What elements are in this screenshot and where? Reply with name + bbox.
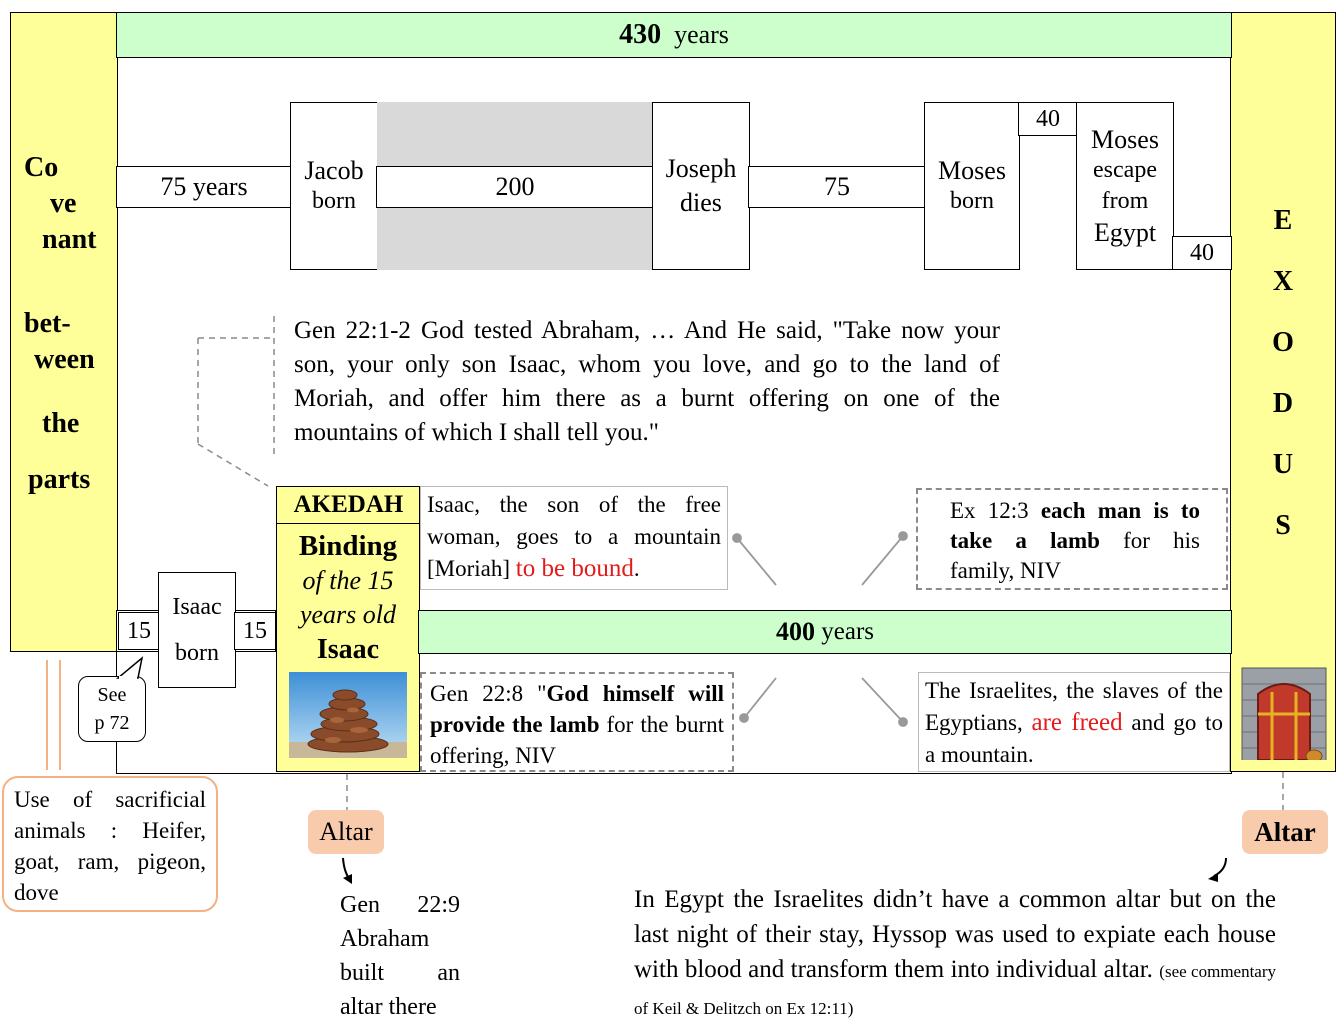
span-15-right: 15 (234, 612, 276, 650)
jacob-born-box: Jacob born (290, 102, 378, 270)
span-75-years: 75 years (116, 166, 292, 208)
moses-escape-box: Moses escape from Egypt (1076, 102, 1174, 270)
span-40-top: 40 (1018, 102, 1078, 136)
joseph-dies-box: Joseph dies (652, 102, 750, 270)
top-bar-430: 430 years (116, 12, 1232, 58)
akedah-subtitle: of the 15 years old (299, 566, 397, 629)
akedah-binding: Binding (298, 530, 398, 562)
akedah-isaac: Isaac (316, 634, 380, 665)
sacrifice-note: Use of sacrificial animals : Heifer, goa… (2, 776, 218, 912)
bubble-tail (115, 656, 144, 679)
span-75: 75 (748, 166, 926, 208)
bottom-bar-400: 400 years (418, 610, 1232, 654)
exodus-letters: E X O D U S (1272, 205, 1294, 541)
egypt-altar-note: In Egypt the Israelites didn’t have a co… (634, 886, 1277, 1018)
span-40-bottom: 40 (1172, 236, 1232, 270)
gen-22-9-text: Gen 22:9 Abraham built an altar there (340, 892, 460, 1020)
see-page-bubble: See p 72 (78, 676, 146, 742)
exodus-column (1230, 12, 1336, 772)
isaac-free-woman-box: Isaac, the son of the free woman, goes t… (420, 486, 728, 590)
ex-12-3-box: Ex 12:3 each man is to take a lamb for h… (916, 488, 1228, 590)
stone-altar-image (289, 672, 407, 758)
covenant-text: Co ve nant bet- ween the parts (24, 152, 97, 495)
moses-born-box: Moses born (924, 102, 1020, 270)
akedah-box: AKEDAH Binding of the 15 years old Isaac (276, 486, 420, 772)
altar-left-label: Altar (308, 810, 384, 854)
span-15-left: 15 (118, 612, 160, 650)
span-200: 200 (376, 166, 654, 208)
door-image (1236, 660, 1332, 768)
gen-22-1-quote: Gen 22:1-2 God tested Abraham, … And He … (294, 317, 1000, 446)
gen-22-8-box: Gen 22:8 "God himself will provide the l… (420, 672, 734, 772)
isaac-born-box: Isaac born (158, 572, 236, 688)
covenant-column (10, 12, 118, 652)
akedah-title: AKEDAH (277, 487, 420, 524)
altar-right-label: Altar (1242, 810, 1328, 854)
israelites-freed-box: The Israelites, the slaves of the Egypti… (918, 672, 1230, 772)
